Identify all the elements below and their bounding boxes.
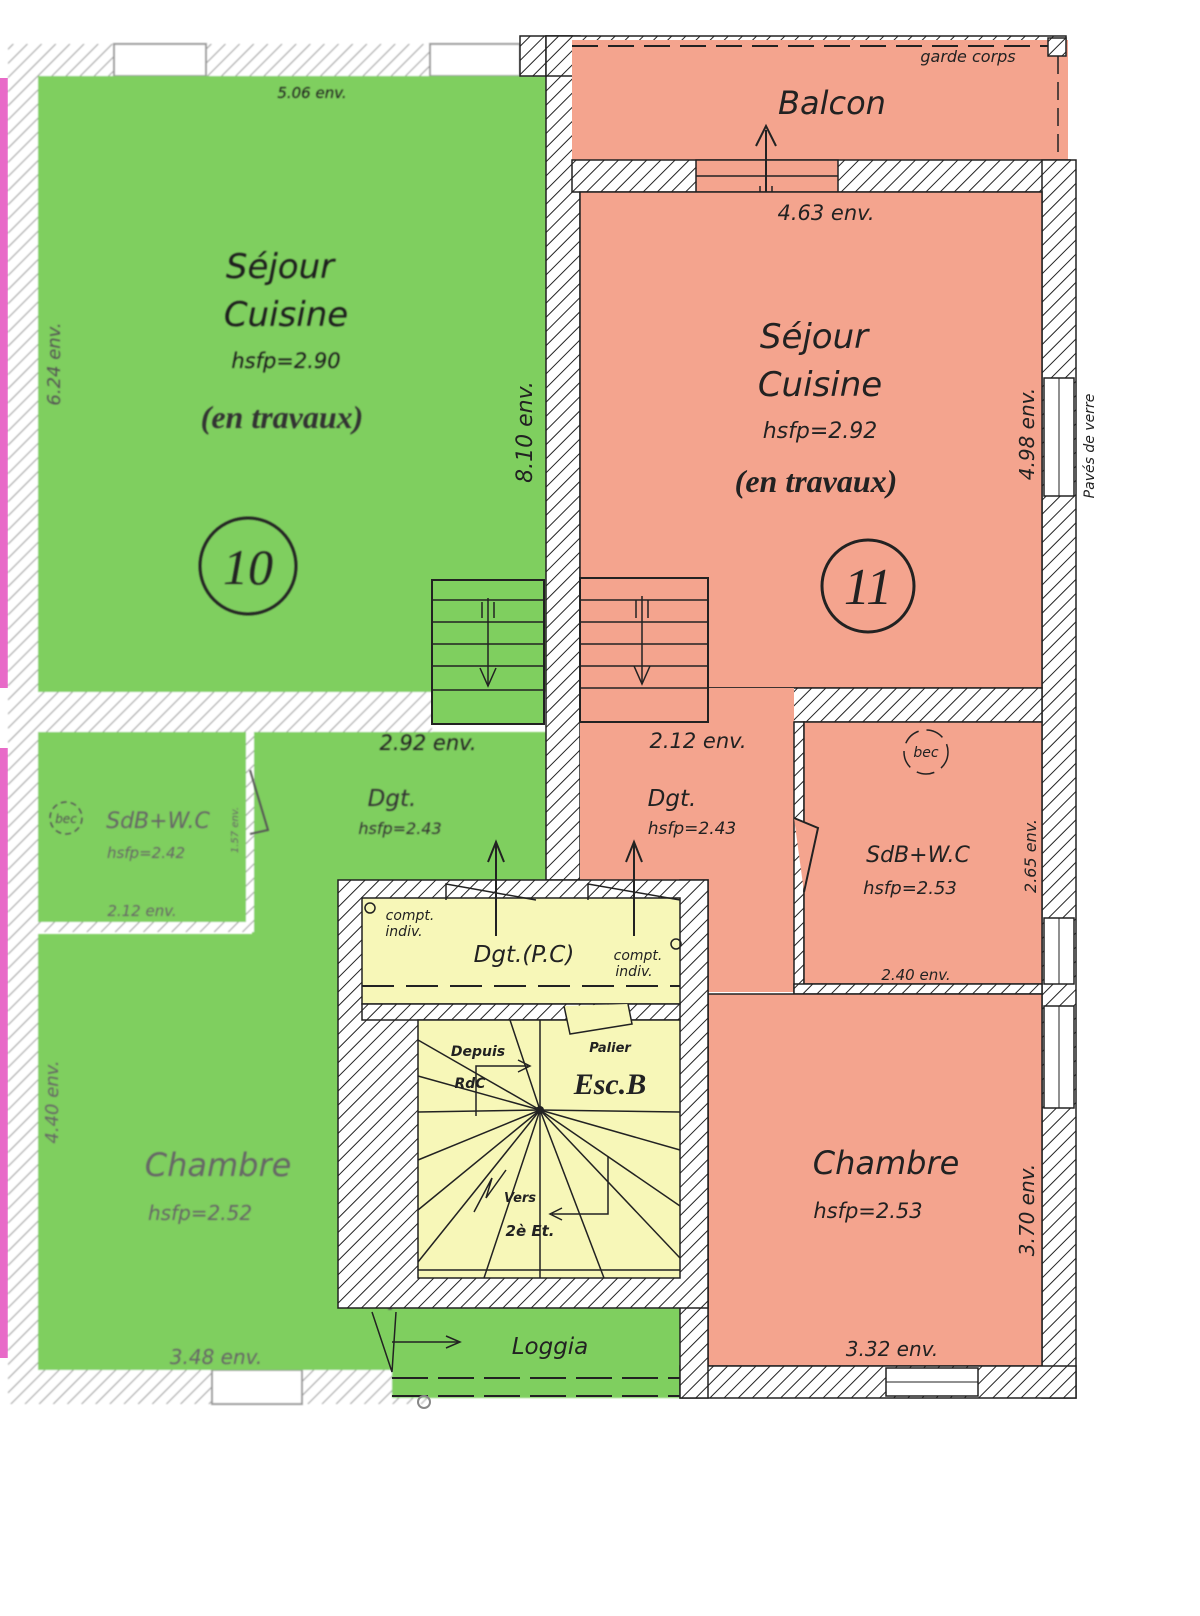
apt11-balcon-width: 4.63 env.	[777, 201, 874, 225]
apt10-chambre-height: 4.40 env.	[42, 1060, 63, 1143]
window-apt10-top-1	[113, 43, 207, 77]
apt10-chambre-width: 3.48 env.	[170, 1345, 262, 1369]
apt10-sdb-hsfp: hsfp=2.42	[107, 844, 185, 862]
apt10-sejour-hsfp: hsfp=2.90	[231, 349, 340, 373]
apt10-sejour-status: (en travaux)	[201, 399, 364, 435]
apartment-11	[545, 35, 1077, 1399]
room-apt11-dgt-lower	[708, 880, 794, 992]
common-depuis: Depuis	[451, 1044, 505, 1060]
apt11-sejour-height: 4.98 env.	[1015, 388, 1039, 480]
wall-apt10-sdb-bottom	[38, 922, 254, 932]
apt10-sdb-width: 2.12 env.	[107, 902, 176, 920]
apt11-paves: Pavés de verre	[1082, 394, 1098, 499]
common-esc: Esc.B	[573, 1068, 647, 1101]
apt11-sdb-height: 2.65 env.	[1021, 819, 1040, 893]
bec-apt11-symbol	[903, 729, 949, 775]
balcon-post	[1047, 37, 1067, 57]
door-apt11-entry	[587, 883, 681, 901]
common-area	[337, 839, 709, 1409]
stair-flight-apt11	[579, 577, 709, 723]
arrow-depuis	[475, 1065, 528, 1116]
apt11-sdb-label: SdB+W.C	[866, 843, 970, 868]
apt11-chambre-hsfp: hsfp=2.53	[813, 1199, 922, 1223]
room-apt10-loggia	[392, 1308, 682, 1398]
apt11-number: 11	[844, 559, 892, 616]
apt10-dgt-label: Dgt.	[368, 786, 417, 812]
door-apt10-entry	[445, 883, 537, 901]
bec-apt10-symbol	[49, 801, 83, 835]
apt11-sejour-status: (en travaux)	[735, 463, 898, 499]
arrow-vers	[552, 1156, 609, 1215]
apt11-chambre-width: 3.32 env.	[846, 1337, 938, 1361]
common-compt-left-2: indiv.	[385, 924, 422, 940]
common-rdc: RdC	[454, 1076, 486, 1092]
stair-flight-apt10	[431, 579, 545, 725]
apt10-number: 10	[223, 539, 273, 595]
stair-winders	[417, 1019, 681, 1279]
room-apt11-balcon	[572, 40, 1068, 160]
apt10-dgt-width: 2.92 env.	[379, 731, 476, 755]
common-compt-left-1: compt.	[386, 908, 435, 924]
apt11-garde-corps: garde corps	[920, 47, 1015, 66]
apt11-sdb-hsfp: hsfp=2.53	[863, 878, 957, 899]
apt10-number-circle	[198, 516, 298, 616]
pink-edge-bottom	[0, 748, 8, 1358]
apt11-sejour-line2: Cuisine	[758, 365, 882, 405]
apt10-sejour-height: 6.24 env.	[44, 322, 65, 405]
wall-stair-top	[361, 1003, 681, 1021]
apt11-dgt-width: 2.12 env.	[649, 729, 746, 753]
apt11-balcon: Balcon	[778, 84, 886, 122]
apt11-sejour-line1: Séjour	[760, 317, 870, 357]
wall-apt11-sdb-bottom	[793, 983, 1043, 995]
apt11-sdb-width: 2.40 env.	[881, 966, 950, 984]
common-vers: Vers	[504, 1191, 536, 1206]
apt10-bec: bec	[55, 812, 77, 826]
apt11-bec: bec	[913, 745, 939, 761]
door-apt10-sdb	[249, 769, 270, 835]
room-apt11-chambre	[707, 993, 1043, 1367]
apt11-dgt-label: Dgt.	[648, 786, 697, 812]
apt10-sejour-line2: Cuisine	[224, 295, 348, 335]
common-compt-right-2: indiv.	[615, 964, 652, 980]
apt10-loggia: Loggia	[512, 1334, 589, 1360]
common-dgt-pc: Dgt.(P.C)	[474, 942, 575, 968]
apt11-chambre-label: Chambre	[813, 1144, 960, 1182]
wall-apt11-right	[1041, 159, 1077, 1399]
apt10-dgt-hsfp: hsfp=2.43	[358, 819, 441, 838]
apt11-number-circle	[820, 538, 916, 634]
common-etage: 2è Et.	[506, 1222, 555, 1240]
common-palier: Palier	[589, 1041, 632, 1056]
wall-apt10-middle	[8, 692, 432, 732]
apt10-chambre-label: Chambre	[145, 1146, 292, 1184]
apt10-sejour-width: 5.06 env.	[277, 84, 346, 102]
wall-apt11-bottom	[679, 1365, 1077, 1399]
apt10-texts: 5.06 env. Séjour Cuisine hsfp=2.90 (en t…	[42, 84, 477, 1369]
apt10-sdb-label: SdB+W.C	[106, 809, 210, 834]
room-apt10-chambre	[38, 934, 392, 1370]
apt10-sejour-line1: Séjour	[226, 247, 336, 287]
apt10-total-height: 8.10 env.	[513, 381, 538, 483]
room-apt10-sdb	[38, 732, 250, 924]
apt10-sdb-side: 1.57 env.	[230, 807, 241, 853]
pink-edge-top	[0, 78, 8, 688]
window-apt10-bottom	[211, 1369, 303, 1405]
apt11-dgt-hsfp: hsfp=2.43	[648, 819, 737, 839]
wall-apt10-sdb-right	[246, 732, 254, 928]
room-apt10-dgt	[252, 732, 548, 882]
common-compt-right-1: compt.	[614, 948, 663, 964]
room-stair	[417, 1019, 681, 1279]
window-apt10-top-2	[429, 43, 521, 77]
apt10-chambre-hsfp: hsfp=2.52	[148, 1201, 252, 1225]
door-apt11-sdb	[793, 817, 820, 893]
apt11-sejour-hsfp: hsfp=2.92	[763, 419, 878, 444]
apt11-chambre-height: 3.70 env.	[1015, 1164, 1039, 1256]
